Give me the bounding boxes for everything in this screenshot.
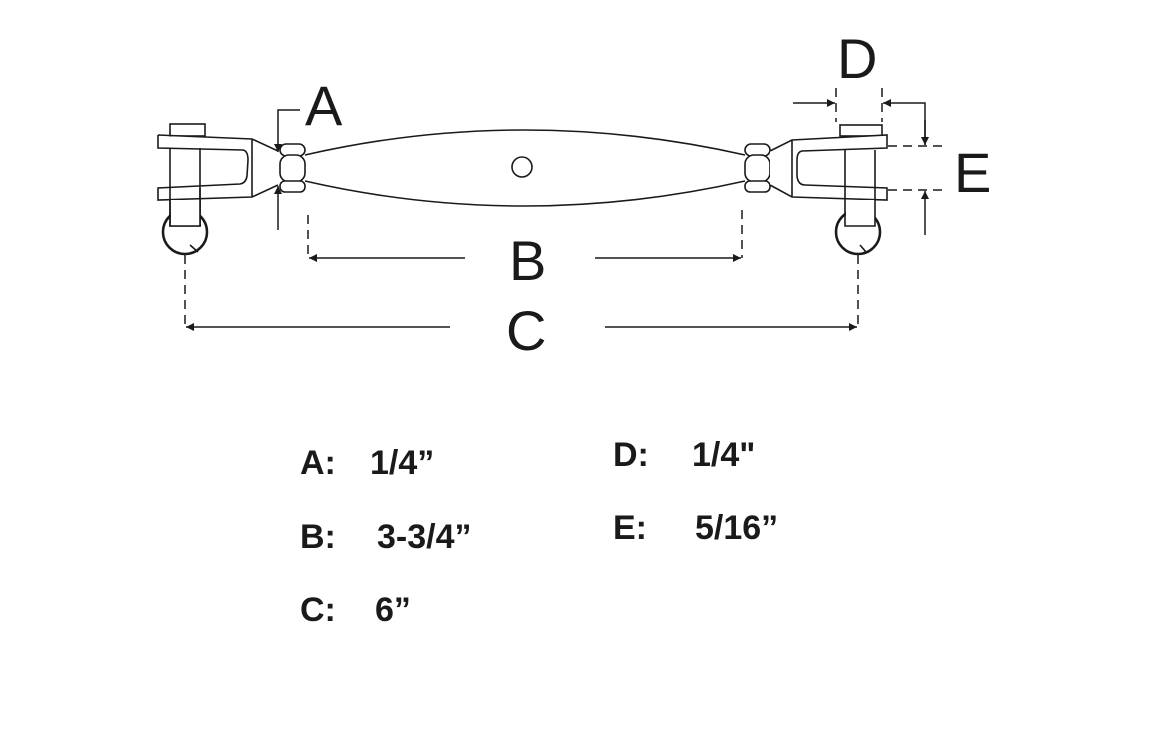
label-b: B [509, 229, 546, 292]
right-nut [744, 143, 771, 193]
spec-a-key: A: [300, 444, 336, 482]
label-e: E [954, 141, 991, 204]
dimension-a [274, 109, 300, 230]
spec-e-value: 5/16” [695, 509, 779, 547]
dimension-c [184, 255, 859, 331]
spec-c-value: 6” [375, 591, 411, 629]
dimension-b [307, 210, 743, 262]
label-a: A [305, 74, 343, 137]
label-c: C [506, 299, 546, 362]
spec-d-value: 1/4" [692, 436, 756, 474]
turnbuckle-body [304, 129, 746, 207]
label-d: D [837, 27, 877, 90]
right-jaw [769, 124, 888, 256]
left-jaw [157, 123, 279, 256]
dimension-e [888, 120, 948, 235]
body-hole [511, 156, 533, 178]
spec-d-key: D: [613, 436, 649, 474]
spec-b-value: 3-3/4” [377, 518, 472, 556]
spec-b-key: B: [300, 518, 336, 556]
spec-c-key: C: [300, 591, 336, 629]
spec-a-value: 1/4” [370, 444, 435, 482]
left-nut [279, 143, 306, 193]
spec-e-key: E: [613, 509, 647, 547]
